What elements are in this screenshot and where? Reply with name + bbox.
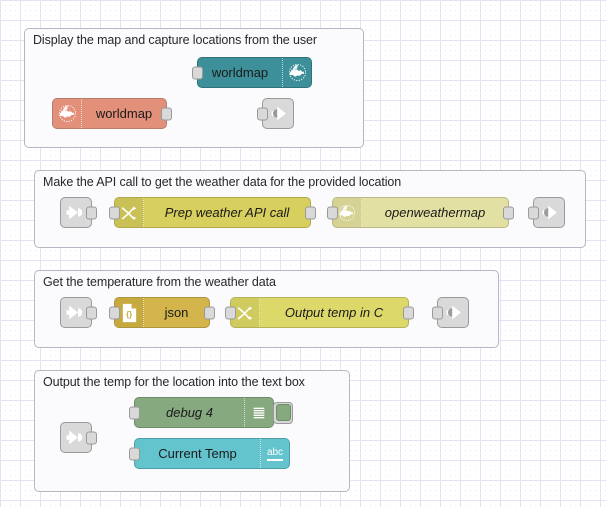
link-out-icon bbox=[438, 298, 468, 327]
link-in-icon bbox=[61, 423, 91, 452]
node-label: debug 4 bbox=[166, 405, 213, 420]
node-label: Output temp in C bbox=[284, 305, 384, 320]
node-link-in-3[interactable] bbox=[60, 297, 97, 328]
node-label: json bbox=[164, 305, 189, 320]
node-worldmap-input[interactable]: worldmap bbox=[52, 98, 172, 129]
node-input-port[interactable] bbox=[129, 406, 140, 419]
node-output-port[interactable] bbox=[86, 431, 97, 444]
node-output-temp-in-c[interactable]: Output temp in C bbox=[225, 297, 414, 328]
group-label: Output the temp for the location into th… bbox=[43, 375, 305, 389]
debug-status-indicator bbox=[275, 404, 291, 421]
node-output-port[interactable] bbox=[305, 206, 316, 219]
node-output-port[interactable] bbox=[503, 206, 514, 219]
node-label: Current Temp bbox=[158, 446, 237, 461]
node-input-port[interactable] bbox=[327, 206, 338, 219]
node-link-out-1[interactable] bbox=[257, 98, 294, 129]
node-label: worldmap bbox=[211, 65, 269, 80]
group-label: Get the temperature from the weather dat… bbox=[43, 275, 276, 289]
node-input-port[interactable] bbox=[129, 447, 140, 460]
node-link-in-2[interactable] bbox=[60, 197, 97, 228]
node-output-port[interactable] bbox=[86, 206, 97, 219]
abc-icon: abc bbox=[260, 439, 289, 468]
node-output-port[interactable] bbox=[403, 306, 414, 319]
node-output-port[interactable] bbox=[86, 306, 97, 319]
node-json[interactable]: {} json bbox=[109, 297, 215, 328]
group-display-map[interactable]: Display the map and capture locations fr… bbox=[24, 28, 364, 148]
node-link-out-2[interactable] bbox=[528, 197, 565, 228]
debug-icon bbox=[244, 398, 273, 427]
node-label: worldmap bbox=[95, 106, 153, 121]
group-label: Display the map and capture locations fr… bbox=[33, 33, 317, 47]
node-input-port[interactable] bbox=[257, 107, 268, 120]
link-out-icon bbox=[534, 198, 564, 227]
node-debug-4[interactable]: debug 4 bbox=[129, 397, 293, 428]
link-out-icon bbox=[263, 99, 293, 128]
node-input-port[interactable] bbox=[225, 306, 236, 319]
node-input-port[interactable] bbox=[432, 306, 443, 319]
node-input-port[interactable] bbox=[109, 206, 120, 219]
node-worldmap-display[interactable]: worldmap bbox=[192, 57, 312, 88]
node-link-out-3[interactable] bbox=[432, 297, 469, 328]
globe-icon bbox=[282, 58, 311, 87]
link-in-icon bbox=[61, 298, 91, 327]
node-label: openweathermap bbox=[384, 205, 486, 220]
debug-toggle-button[interactable] bbox=[273, 401, 293, 424]
abc-glyph-text: abc bbox=[266, 447, 284, 461]
node-output-port[interactable] bbox=[161, 107, 172, 120]
node-label: Prep weather API call bbox=[164, 205, 290, 220]
svg-text:{}: {} bbox=[126, 309, 132, 318]
node-current-temp[interactable]: Current Temp abc bbox=[129, 438, 290, 469]
globe-icon bbox=[53, 99, 82, 128]
node-link-in-4[interactable] bbox=[60, 422, 97, 453]
node-input-port[interactable] bbox=[192, 66, 203, 79]
link-in-icon bbox=[61, 198, 91, 227]
group-label: Make the API call to get the weather dat… bbox=[43, 175, 402, 189]
node-openweathermap[interactable]: openweathermap bbox=[327, 197, 514, 228]
node-input-port[interactable] bbox=[109, 306, 120, 319]
node-input-port[interactable] bbox=[528, 206, 539, 219]
node-prep-weather-api[interactable]: Prep weather API call bbox=[109, 197, 316, 228]
node-output-port[interactable] bbox=[204, 306, 215, 319]
